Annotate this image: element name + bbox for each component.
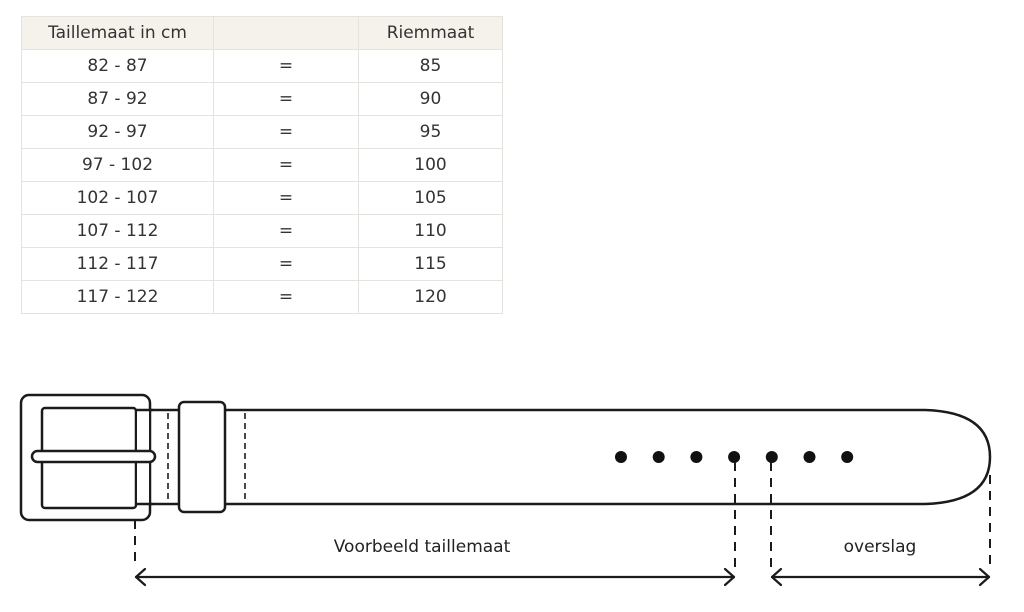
belt-hole (728, 451, 741, 463)
table-header-row: Taillemaat in cm Riemmaat (21, 16, 503, 50)
equals-cell: = (213, 280, 359, 314)
waist-range-cell: 92 - 97 (21, 115, 214, 149)
belt-hole (690, 451, 703, 463)
equals-cell: = (213, 49, 359, 83)
belt-hole (841, 451, 854, 463)
waist-measure-arrow (134, 567, 736, 587)
waist-example-label: Voorbeeld taillemaat (334, 537, 511, 557)
header-waist-size: Taillemaat in cm (21, 16, 214, 50)
overlap-label: overslag (844, 537, 917, 557)
table-row: 97 - 102 = 100 (21, 148, 503, 182)
header-belt-size: Riemmaat (358, 16, 503, 50)
belt-size-cell: 120 (358, 280, 503, 314)
belt-holes (615, 451, 854, 463)
belt-size-cell: 115 (358, 247, 503, 281)
belt-hole (803, 451, 816, 463)
waist-range-cell: 82 - 87 (21, 49, 214, 83)
table-row: 102 - 107 = 105 (21, 181, 503, 215)
belt-size-cell: 95 (358, 115, 503, 149)
waist-range-cell: 102 - 107 (21, 181, 214, 215)
belt-size-cell: 90 (358, 82, 503, 116)
belt-size-cell: 110 (358, 214, 503, 248)
table-row: 107 - 112 = 110 (21, 214, 503, 248)
belt-size-cell: 100 (358, 148, 503, 182)
belt-hole (652, 451, 665, 463)
equals-cell: = (213, 214, 359, 248)
belt-hole (615, 451, 627, 463)
equals-cell: = (213, 115, 359, 149)
waist-range-cell: 117 - 122 (21, 280, 214, 314)
buckle-prong (30, 449, 157, 464)
header-empty (213, 16, 359, 50)
table-row: 82 - 87 = 85 (21, 49, 503, 83)
belt-size-cell: 105 (358, 181, 503, 215)
equals-cell: = (213, 148, 359, 182)
waist-range-cell: 97 - 102 (21, 148, 214, 182)
waist-range-cell: 107 - 112 (21, 214, 214, 248)
equals-cell: = (213, 181, 359, 215)
belt-measurement-diagram: Voorbeeld taillemaat overslag (19, 393, 992, 587)
table-row: 92 - 97 = 95 (21, 115, 503, 149)
table-row: 112 - 117 = 115 (21, 247, 503, 281)
table-row: 87 - 92 = 90 (21, 82, 503, 116)
waist-range-cell: 112 - 117 (21, 247, 214, 281)
overlap-measure-arrow (770, 567, 991, 587)
belt-loop (177, 400, 227, 514)
belt-strap (135, 408, 992, 506)
table-row: 117 - 122 = 120 (21, 280, 503, 314)
belt-hole (765, 451, 778, 463)
equals-cell: = (213, 82, 359, 116)
waist-range-cell: 87 - 92 (21, 82, 214, 116)
belt-size-cell: 85 (358, 49, 503, 83)
belt-size-table: Taillemaat in cm Riemmaat 82 - 87 = 85 8… (21, 16, 503, 314)
equals-cell: = (213, 247, 359, 281)
